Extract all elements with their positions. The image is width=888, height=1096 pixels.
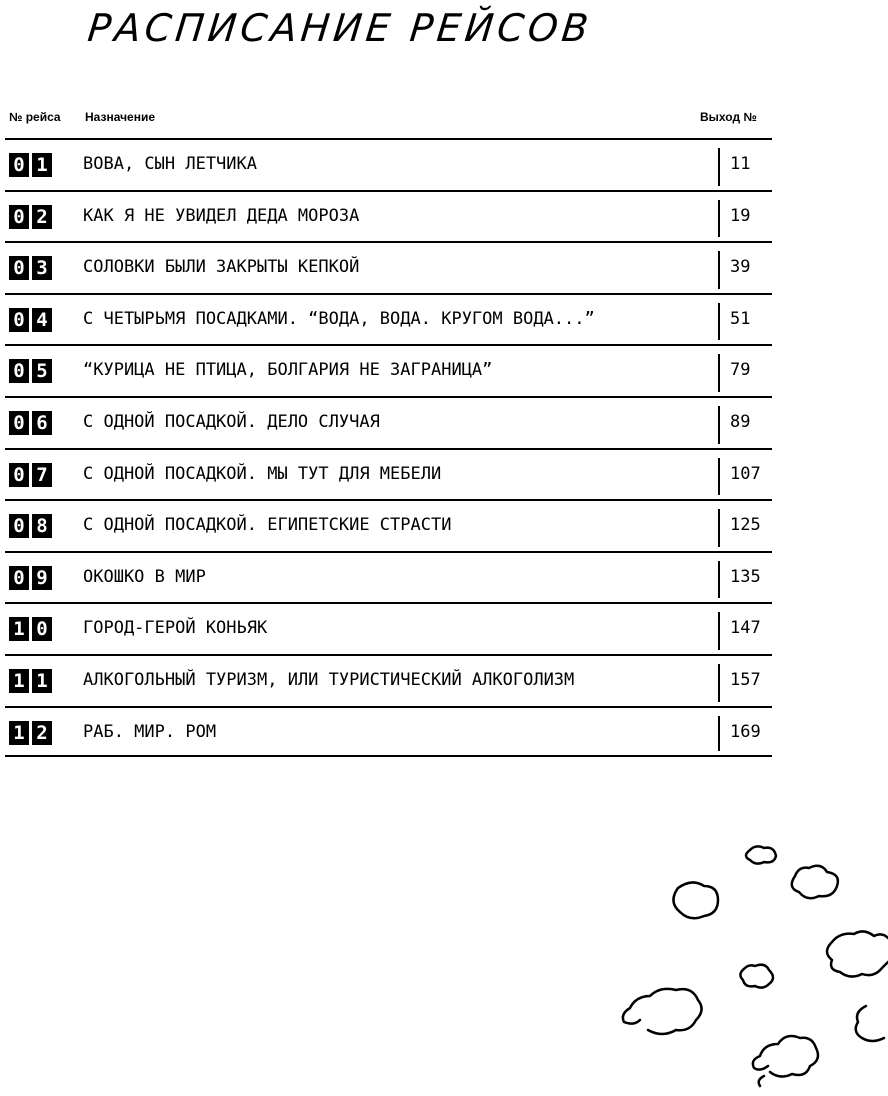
flight-gate: 79	[730, 360, 751, 381]
flight-digit: 1	[9, 617, 29, 642]
flight-gate: 125	[730, 515, 761, 536]
gate-divider	[718, 354, 720, 392]
flight-destination: С ОДНОЙ ПОСАДКОЙ. ДЕЛО СЛУЧАЯ	[83, 411, 380, 432]
flight-number: 0 1	[9, 153, 52, 177]
flight-digit: 2	[32, 720, 52, 745]
table-row: 1 1 АЛКОГОЛЬНЫЙ ТУРИЗМ, ИЛИ ТУРИСТИЧЕСКИ…	[5, 653, 772, 706]
header-destination: Назначение	[85, 110, 156, 124]
flight-gate: 39	[730, 257, 751, 278]
flight-destination: РАБ. МИР. РОМ	[83, 721, 217, 742]
flight-gate: 107	[730, 463, 761, 484]
table-row: 0 5 “КУРИЦА НЕ ПТИЦА, БОЛГАРИЯ НЕ ЗАГРАН…	[5, 344, 772, 396]
gate-divider	[718, 405, 720, 444]
gate-divider	[718, 715, 720, 752]
flight-gate: 89	[730, 411, 751, 432]
flight-number: 0 8	[9, 514, 52, 539]
flight-gate: 135	[730, 566, 761, 587]
table-row: 0 7 С ОДНОЙ ПОСАДКОЙ. МЫ ТУТ ДЛЯ МЕБЕЛИ …	[5, 447, 772, 500]
flight-digit: 9	[32, 565, 52, 590]
gate-divider	[718, 148, 720, 186]
flight-number: 0 5	[9, 359, 52, 384]
header-gate: Выход №	[700, 110, 757, 124]
table-row: 0 4 С ЧЕТЫРЬМЯ ПОСАДКАМИ. “ВОДА, ВОДА. К…	[5, 292, 772, 345]
flight-gate: 169	[730, 721, 761, 742]
table-row: 0 2 КАК Я НЕ УВИДЕЛ ДЕДА МОРОЗА 19	[5, 189, 772, 242]
gate-divider	[718, 612, 720, 650]
flight-digit: 1	[9, 720, 29, 745]
clouds-icon	[621, 845, 888, 1088]
flight-number: 1 1	[9, 668, 52, 693]
flight-destination: “КУРИЦА НЕ ПТИЦА, БОЛГАРИЯ НЕ ЗАГРАНИЦА”	[83, 360, 493, 381]
flight-gate: 11	[730, 154, 751, 174]
gate-divider	[718, 302, 720, 341]
flight-digit: 1	[32, 153, 52, 177]
flight-destination: ВОВА, СЫН ЛЕТЧИКА	[83, 154, 257, 174]
table-row: 1 2 РАБ. МИР. РОМ 169	[5, 705, 772, 758]
table-row: 0 3 СОЛОВКИ БЫЛИ ЗАКРЫТЫ КЕПКОЙ 39	[5, 241, 772, 293]
flight-digit: 0	[32, 617, 52, 642]
flight-digit: 7	[32, 462, 52, 487]
flight-digit: 6	[32, 410, 52, 435]
gate-divider	[718, 663, 720, 702]
flight-number: 0 4	[9, 307, 52, 332]
flight-number: 0 7	[9, 462, 52, 487]
flight-digit: 0	[9, 204, 29, 229]
flight-digit: 0	[9, 514, 29, 539]
flight-digit: 0	[9, 462, 29, 487]
header-flight-no: № рейса	[9, 110, 61, 124]
flight-gate: 19	[730, 205, 751, 226]
gate-divider	[718, 251, 720, 289]
gate-divider	[718, 457, 720, 496]
flight-destination: КАК Я НЕ УВИДЕЛ ДЕДА МОРОЗА	[83, 205, 360, 226]
flight-number: 0 2	[9, 204, 52, 229]
flight-destination: С ЧЕТЫРЬМЯ ПОСАДКАМИ. “ВОДА, ВОДА. КРУГО…	[83, 308, 595, 329]
table-row: 0 8 С ОДНОЙ ПОСАДКОЙ. ЕГИПЕТСКИЕ СТРАСТИ…	[5, 499, 772, 551]
flight-digit: 1	[9, 668, 29, 693]
flight-digit: 4	[32, 307, 52, 332]
flight-digit: 5	[32, 359, 52, 384]
flight-destination: С ОДНОЙ ПОСАДКОЙ. ЕГИПЕТСКИЕ СТРАСТИ	[83, 515, 452, 536]
flight-destination: С ОДНОЙ ПОСАДКОЙ. МЫ ТУТ ДЛЯ МЕБЕЛИ	[83, 463, 442, 484]
flight-destination: АЛКОГОЛЬНЫЙ ТУРИЗМ, ИЛИ ТУРИСТИЧЕСКИЙ АЛ…	[83, 669, 575, 690]
flight-destination: СОЛОВКИ БЫЛИ ЗАКРЫТЫ КЕПКОЙ	[83, 257, 360, 278]
flight-number: 0 3	[9, 256, 52, 281]
flight-number: 1 0	[9, 617, 52, 642]
table-row: 0 9 ОКОШКО В МИР 135	[5, 550, 772, 603]
flight-number: 0 9	[9, 565, 52, 590]
table-row: 0 6 С ОДНОЙ ПОСАДКОЙ. ДЕЛО СЛУЧАЯ 89	[5, 395, 772, 448]
flight-number: 1 2	[9, 720, 52, 745]
flight-gate: 51	[730, 308, 751, 329]
flight-gate: 147	[730, 618, 761, 639]
flight-digit: 0	[9, 307, 29, 332]
table-row: 1 0 ГОРОД-ГЕРОЙ КОНЬЯК 147	[5, 602, 772, 654]
flight-destination: ГОРОД-ГЕРОЙ КОНЬЯК	[83, 618, 268, 639]
flight-destination: ОКОШКО В МИР	[83, 566, 206, 587]
flight-digit: 8	[32, 514, 52, 539]
flight-digit: 0	[9, 565, 29, 590]
flight-digit: 0	[9, 256, 29, 281]
gate-divider	[718, 199, 720, 238]
flight-digit: 0	[9, 153, 29, 177]
flight-digit: 3	[32, 256, 52, 281]
flight-digit: 1	[32, 668, 52, 693]
flight-number: 0 6	[9, 410, 52, 435]
gate-divider	[718, 560, 720, 599]
gate-divider	[718, 509, 720, 547]
flight-digit: 0	[9, 410, 29, 435]
page-title: РАСПИСАНИЕ РЕЙСОВ	[85, 6, 595, 50]
flight-digit: 2	[32, 204, 52, 229]
flight-gate: 157	[730, 669, 761, 690]
flight-digit: 0	[9, 359, 29, 384]
table-row: 0 1 ВОВА, СЫН ЛЕТЧИКА 11	[5, 138, 772, 190]
schedule-table: 0 1 ВОВА, СЫН ЛЕТЧИКА 11 0 2 КАК Я НЕ УВ…	[5, 138, 772, 758]
